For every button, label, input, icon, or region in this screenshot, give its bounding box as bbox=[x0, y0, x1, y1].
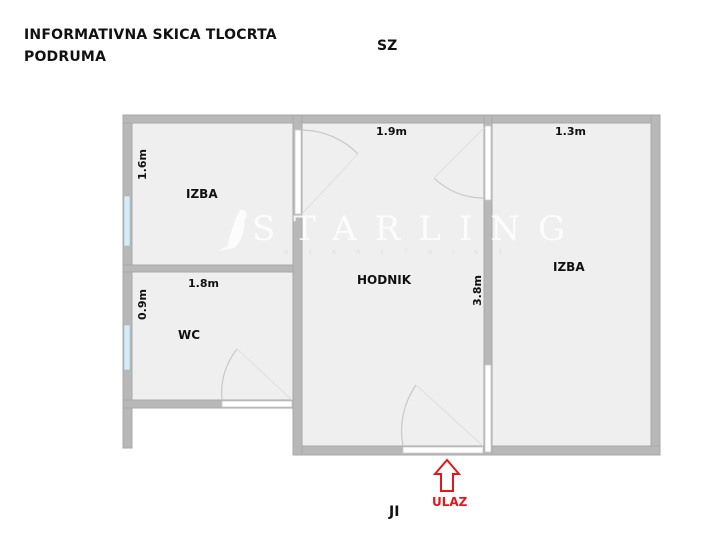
compass-south: JI bbox=[389, 504, 400, 520]
room-label-izba-small: IZBA bbox=[186, 187, 218, 201]
compass-north: SZ bbox=[377, 38, 398, 54]
room-label-izba-large: IZBA bbox=[553, 260, 585, 274]
window-wc bbox=[123, 324, 131, 371]
entrance-label: ULAZ bbox=[432, 495, 468, 509]
door-openings bbox=[221, 125, 492, 454]
floor-wc bbox=[132, 272, 294, 401]
floor-hodnik bbox=[302, 123, 485, 447]
dim-hodnik-height: 3.8m bbox=[471, 275, 484, 306]
dim-izba-large-width: 1.3m bbox=[555, 125, 586, 138]
title-line-2: PODRUMA bbox=[24, 49, 107, 65]
dim-wc-height: 0.9m bbox=[136, 289, 149, 320]
room-label-wc: WC bbox=[178, 328, 200, 342]
floor-izba-small bbox=[132, 123, 294, 266]
dim-wc-width: 1.8m bbox=[188, 277, 219, 290]
plan-title: INFORMATIVNA SKICA TLOCRTA PODRUMA bbox=[24, 24, 277, 68]
door-swings bbox=[221, 127, 485, 447]
watermark-sub: NEKRETNINE bbox=[284, 249, 522, 256]
dim-izba-small-height: 1.6m bbox=[136, 149, 149, 180]
watermark-brand: STARLING bbox=[252, 209, 583, 249]
dim-hodnik-width: 1.9m bbox=[376, 125, 407, 138]
window-izba bbox=[123, 195, 131, 247]
room-label-hodnik: HODNIK bbox=[357, 273, 412, 287]
floor-izba-large bbox=[492, 123, 652, 447]
title-line-1: INFORMATIVNA SKICA TLOCRTA bbox=[24, 27, 277, 43]
entrance-arrow-icon bbox=[432, 458, 462, 492]
watermark-logo: STARLING NEKRETNINE bbox=[218, 209, 583, 256]
